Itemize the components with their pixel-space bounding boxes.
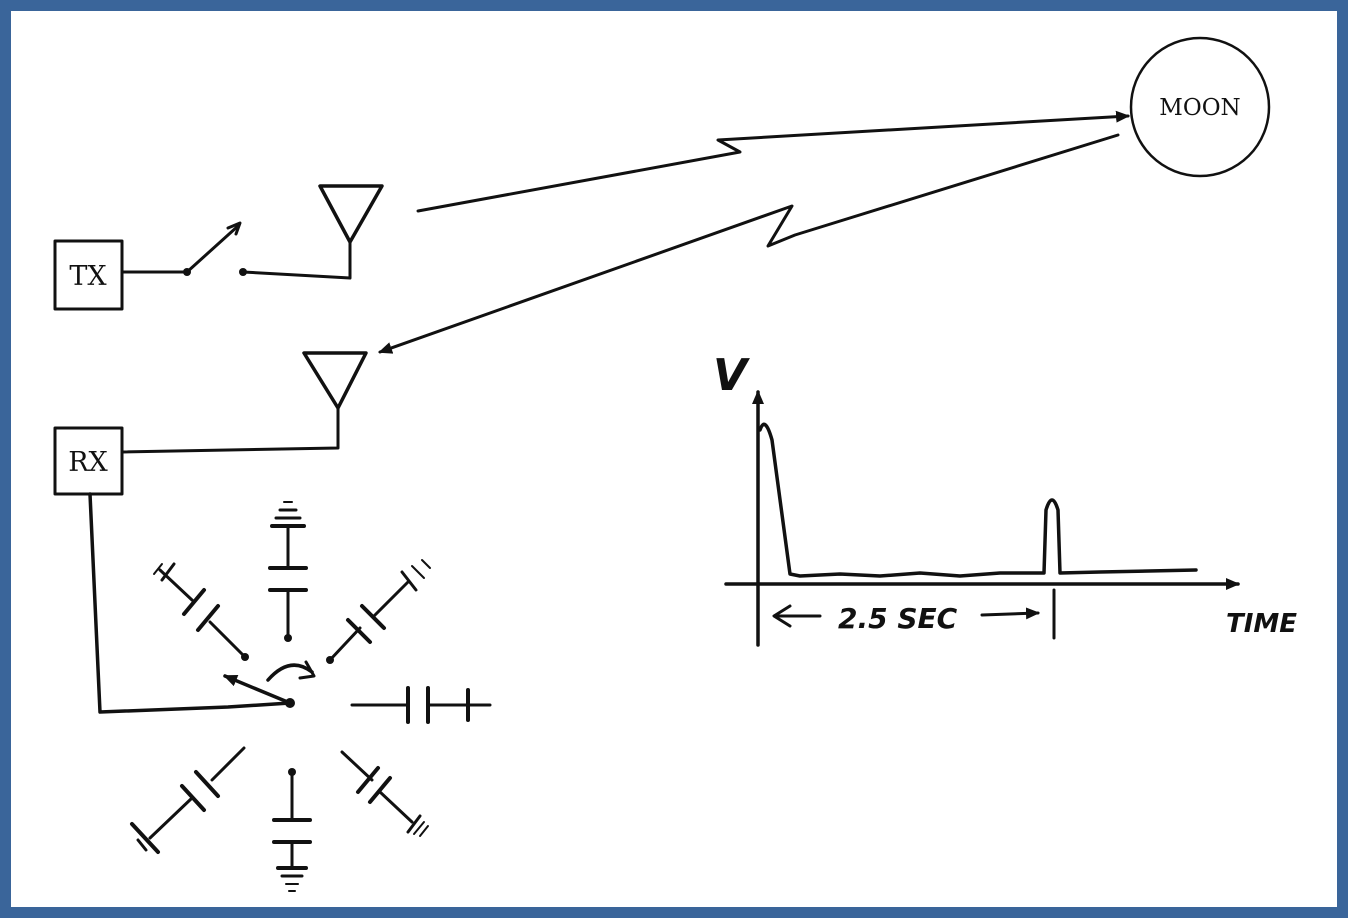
moon-circle (1129, 36, 1271, 178)
rx-antenna (302, 351, 368, 410)
rotary-capacitor-switch (130, 501, 492, 892)
capacitor-right (350, 686, 492, 724)
rx-label: RX (68, 447, 108, 478)
capacitor-lower-right (340, 750, 429, 837)
moon: MOON (1129, 36, 1271, 178)
tx-antenna (318, 184, 384, 244)
signal-trace (758, 422, 1198, 578)
capacitor-upper-left (153, 562, 249, 661)
tx-label: TX (69, 261, 107, 292)
returning-echo-arrow (378, 133, 1120, 354)
capacitor-bottom (272, 768, 312, 892)
delay-label: 2.5 SEC (838, 602, 958, 635)
capacitor-lower-left (130, 746, 246, 854)
capacitor-upper-right (326, 559, 431, 664)
delay-arrow-right (980, 607, 1040, 620)
x-axis-label: TIME (1226, 609, 1297, 639)
capacitor-top (268, 501, 308, 642)
y-axis-label: V (713, 350, 750, 401)
moon-label: MOON (1159, 95, 1240, 121)
tx-switch (120, 221, 352, 280)
echo-timing-plot: V TIME 2.5 SEC (713, 350, 1297, 647)
tx-box (53, 239, 124, 311)
transmitter: TX (53, 239, 124, 311)
rx-feed-line (120, 406, 340, 454)
outgoing-signal-arrow (416, 110, 1130, 213)
rx-to-switch-line (88, 492, 292, 714)
receiver: RX (53, 426, 124, 496)
moon-bounce-diagram: MOON TX RX (53, 36, 1297, 892)
